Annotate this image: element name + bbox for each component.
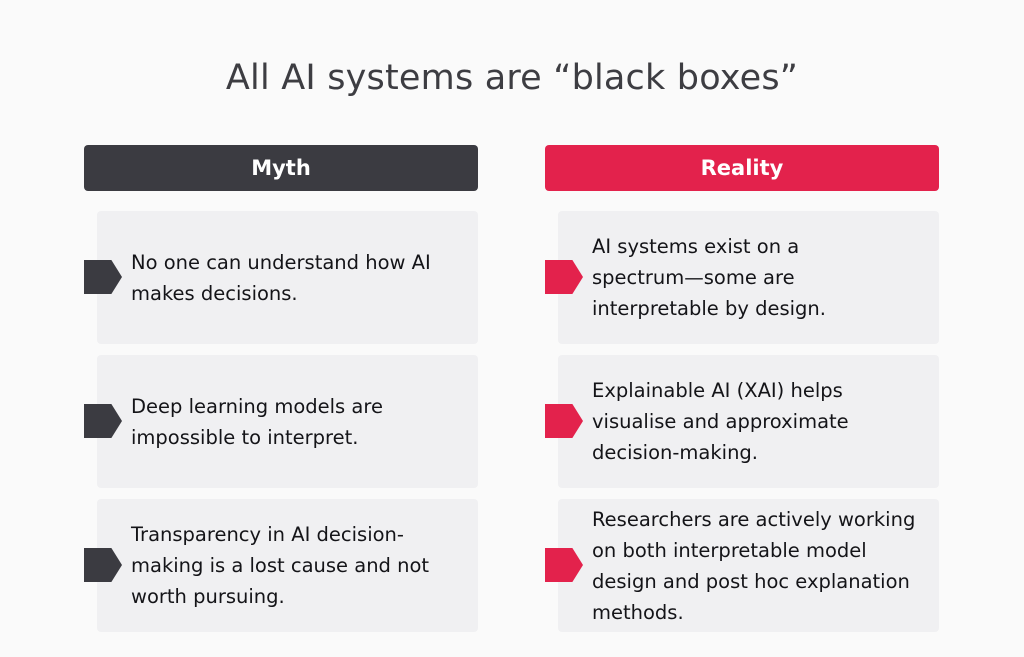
page-title: All AI systems are “black boxes” [225,58,799,98]
reality-text-3: Researchers are actively working on both… [592,507,916,624]
reality-card-3: Researchers are actively working on both… [558,499,939,632]
myth-card-2: Deep learning models are impossible to i… [97,355,478,488]
myth-text-2: Deep learning models are impossible to i… [131,394,383,449]
reality-text-2: Explainable AI (XAI) helps visualise and… [592,379,849,464]
reality-column-header: Reality [545,145,939,191]
reality-card-1: AI systems exist on a spectrum—some are … [558,211,939,344]
myth-card-1: No one can understand how AI makes decis… [97,211,478,344]
myth-text-1: No one can understand how AI makes decis… [131,250,431,305]
myth-column-header: Myth [84,145,478,191]
myth-text-3: Transparency in AI decision-making is a … [131,523,430,608]
myth-card-3: Transparency in AI decision-making is a … [97,499,478,632]
reality-card-2: Explainable AI (XAI) helps visualise and… [558,355,939,488]
reality-text-1: AI systems exist on a spectrum—some are … [592,235,826,320]
